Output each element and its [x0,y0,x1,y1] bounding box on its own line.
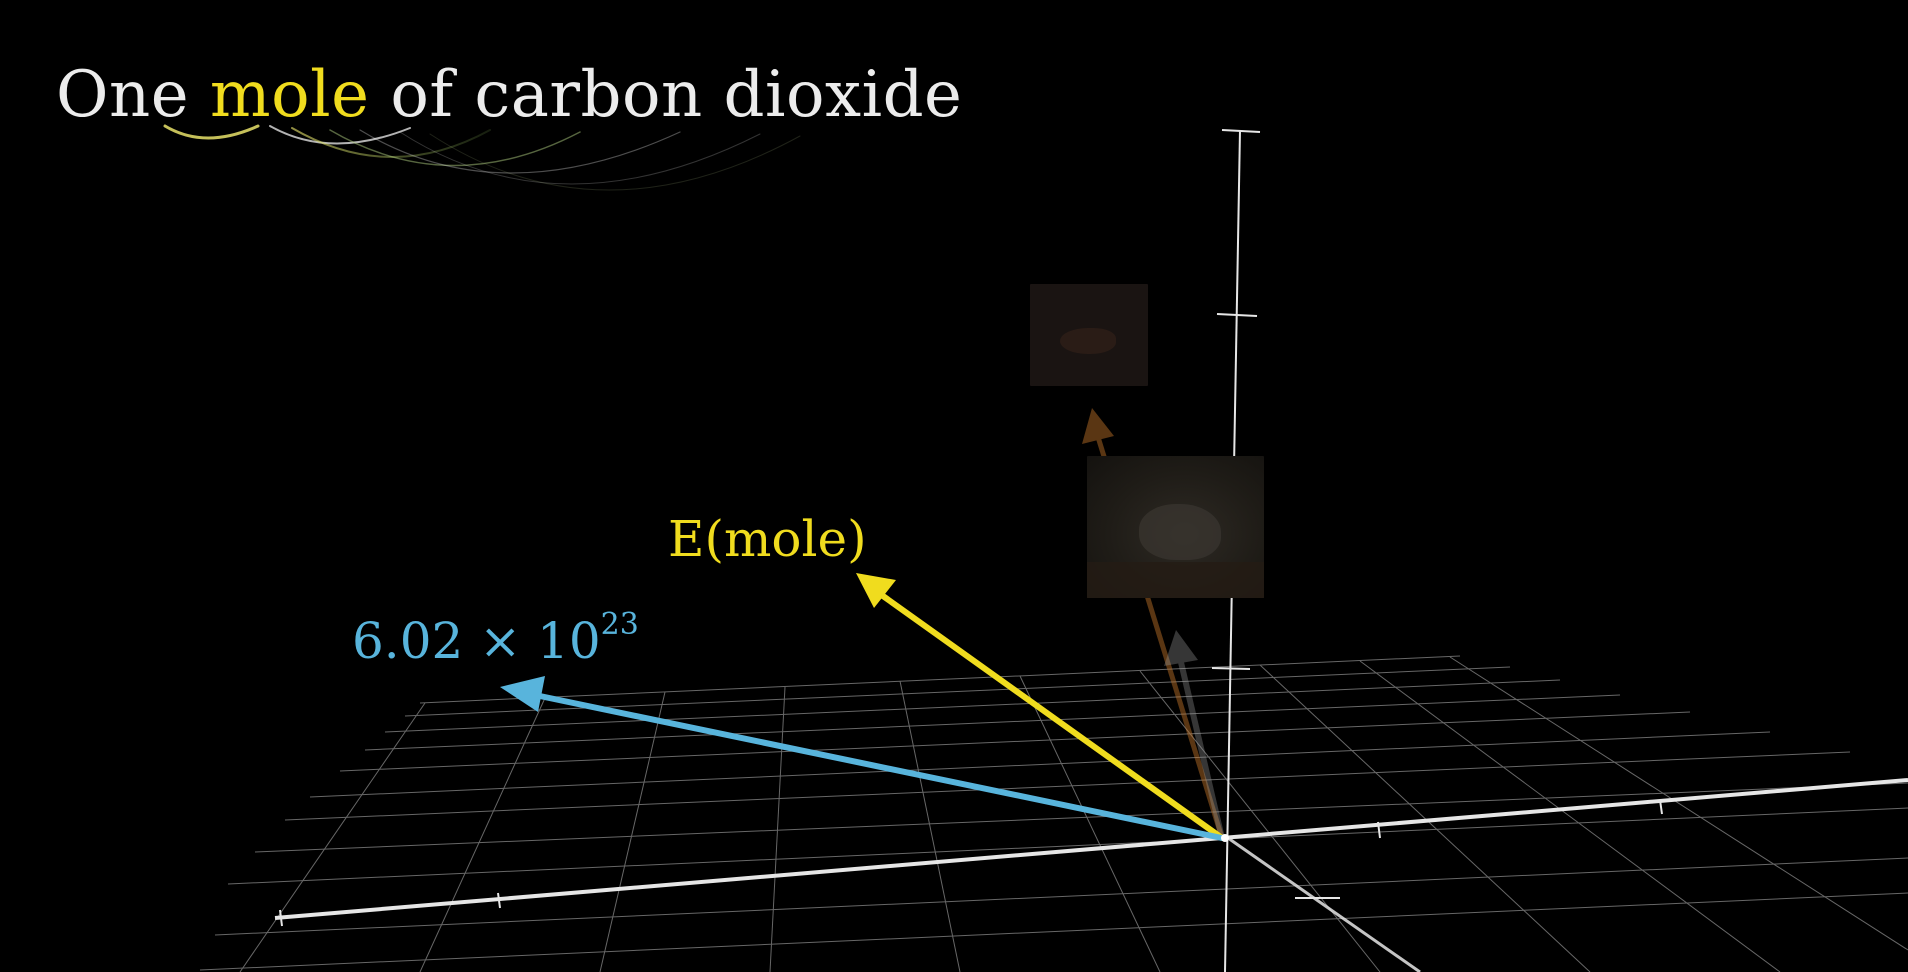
grid-line [1449,656,1908,951]
swoosh-line [359,129,681,174]
swoosh-line [329,129,581,167]
grid-line [239,702,426,972]
arrow-head [1082,408,1114,444]
vector-e-mole [856,573,1225,841]
faint-gray-vector [1164,630,1225,839]
y-tick [1211,667,1251,670]
grid-line [284,751,1851,821]
floor-grid [199,655,1908,972]
ground-texture [1087,562,1264,598]
avogadro-vector-label: 6.02 × 1023 [352,610,639,670]
title-word-one: One [56,58,190,132]
x-axis [274,778,1908,920]
grid-line [384,679,1561,733]
grid-line [599,691,666,972]
y-tick [1221,129,1261,133]
mole-silhouette [1139,504,1221,560]
swoosh-line [429,133,801,191]
x-tick [279,909,283,927]
e-mole-vector-label: E(mole) [668,510,867,568]
scene-title: One mole of carbon dioxide [56,58,962,132]
z-axis [1227,836,1421,972]
swoosh-line [269,125,411,145]
grid-line [227,807,1908,885]
grid-line [1019,675,1161,972]
grid-line [364,694,1621,751]
grid-line [309,731,1771,798]
arrow-head [1164,630,1198,666]
arrow-head [500,676,545,712]
grid-line [214,857,1908,936]
title-rest: of carbon dioxide [390,58,963,132]
swoosh-line [291,127,491,158]
mole-animal-image-lower [1087,456,1264,598]
grid-line [769,686,786,972]
attention-swooshes [163,124,801,191]
x-tick [497,892,501,909]
avogadro-base: 6.02 × 10 [352,612,601,670]
vector-avogadro [500,676,1225,841]
grid-line [199,892,1908,971]
arrow-head [856,573,896,608]
x-tick [1377,821,1381,839]
mole-silhouette [1060,328,1116,354]
title-highlight-word: mole [209,58,370,132]
grid-line [404,666,1511,717]
y-tick [1216,313,1258,317]
x-tick [1659,799,1663,815]
origin-point [1221,834,1229,842]
grid-line [1259,664,1591,972]
grid-line [1139,670,1381,972]
swoosh-line [399,131,761,185]
grid-line [419,655,1461,704]
grid-line [1359,660,1781,972]
grid-line [419,697,546,972]
grid-line [339,711,1691,772]
swoosh-line [163,124,260,140]
avogadro-exponent: 23 [600,607,639,643]
grid-line [254,782,1908,853]
grid-line [899,680,961,972]
mole-animal-image-upper [1030,284,1148,386]
